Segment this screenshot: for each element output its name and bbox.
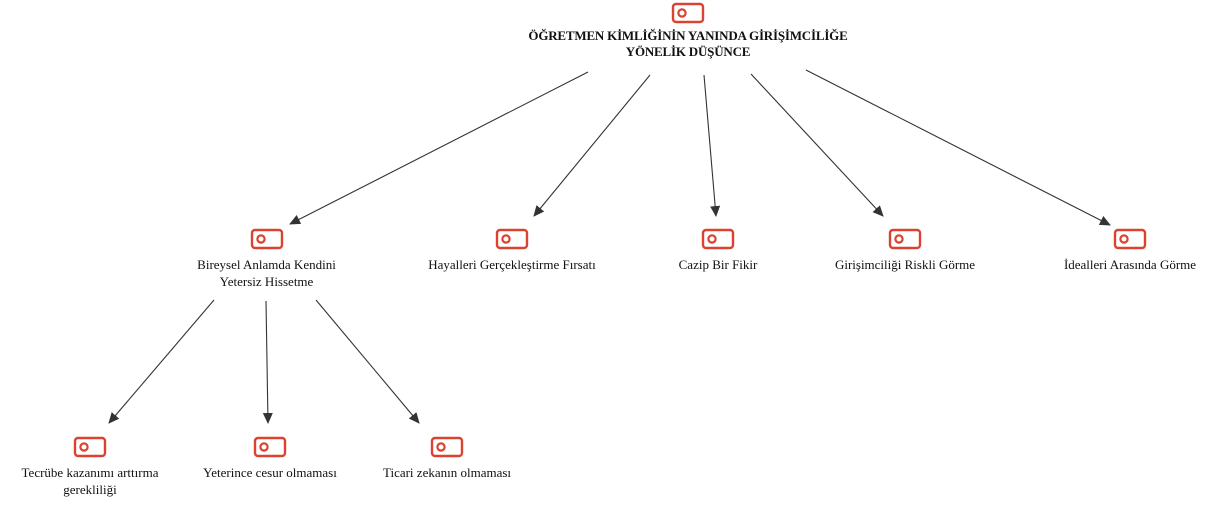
code-tag-icon [1113,228,1147,250]
edge-root-to-child-5 [805,69,1111,226]
child-node-5[interactable]: İdealleri Arasında Görme [1044,228,1216,273]
child-node-2[interactable]: Hayalleri Gerçekleştirme Fırsatı [402,228,622,273]
edge-root-to-child-4 [750,73,884,217]
grandchild-node-2[interactable]: Yeterince cesur olmaması [182,436,358,481]
code-tag-icon [671,2,705,24]
code-tag-icon [701,228,735,250]
code-tag-icon [253,436,287,458]
edge-root-to-child-2 [533,74,651,217]
grandchild-node-1-label: Tecrübe kazanımı arttırma gerekliliği [21,465,159,497]
child-node-3-label: Cazip Bir Fikir [678,257,758,272]
edge-root-to-child-1 [289,71,589,225]
edges-group [108,69,1111,424]
root-node-label: ÖĞRETMEN KİMLİĞİNİN YANINDA GİRİŞİMCİLİĞ… [528,28,848,59]
grandchild-node-2-label: Yeterince cesur olmaması [203,465,337,480]
child-node-4[interactable]: Girişimciliği Riskli Görme [816,228,994,273]
grandchild-node-1[interactable]: Tecrübe kazanımı arttırma gerekliliği [0,436,180,498]
edge-child-1-to-grandchild-3 [315,299,420,424]
edge-child-1-to-grandchild-2 [262,300,273,424]
edge-root-to-child-3 [703,74,721,217]
child-node-4-label: Girişimciliği Riskli Görme [834,257,976,272]
code-tag-icon [73,436,107,458]
grandchild-node-3[interactable]: Ticari zekanın olmaması [362,436,532,481]
child-node-3[interactable]: Cazip Bir Fikir [660,228,776,273]
edge-child-1-to-grandchild-1 [108,299,215,424]
root-node[interactable]: ÖĞRETMEN KİMLİĞİNİN YANINDA GİRİŞİMCİLİĞ… [460,2,916,60]
grandchild-node-3-label: Ticari zekanın olmaması [382,465,512,480]
child-node-1-label: Bireysel Anlamda Kendini Yetersiz Hisset… [197,257,336,289]
code-tag-icon [495,228,529,250]
code-tag-icon [888,228,922,250]
child-node-1[interactable]: Bireysel Anlamda Kendini Yetersiz Hisset… [164,228,369,290]
child-node-5-label: İdealleri Arasında Görme [1063,257,1197,272]
child-node-2-label: Hayalleri Gerçekleştirme Fırsatı [428,257,596,272]
code-tag-icon [250,228,283,250]
code-tag-icon [430,436,464,458]
